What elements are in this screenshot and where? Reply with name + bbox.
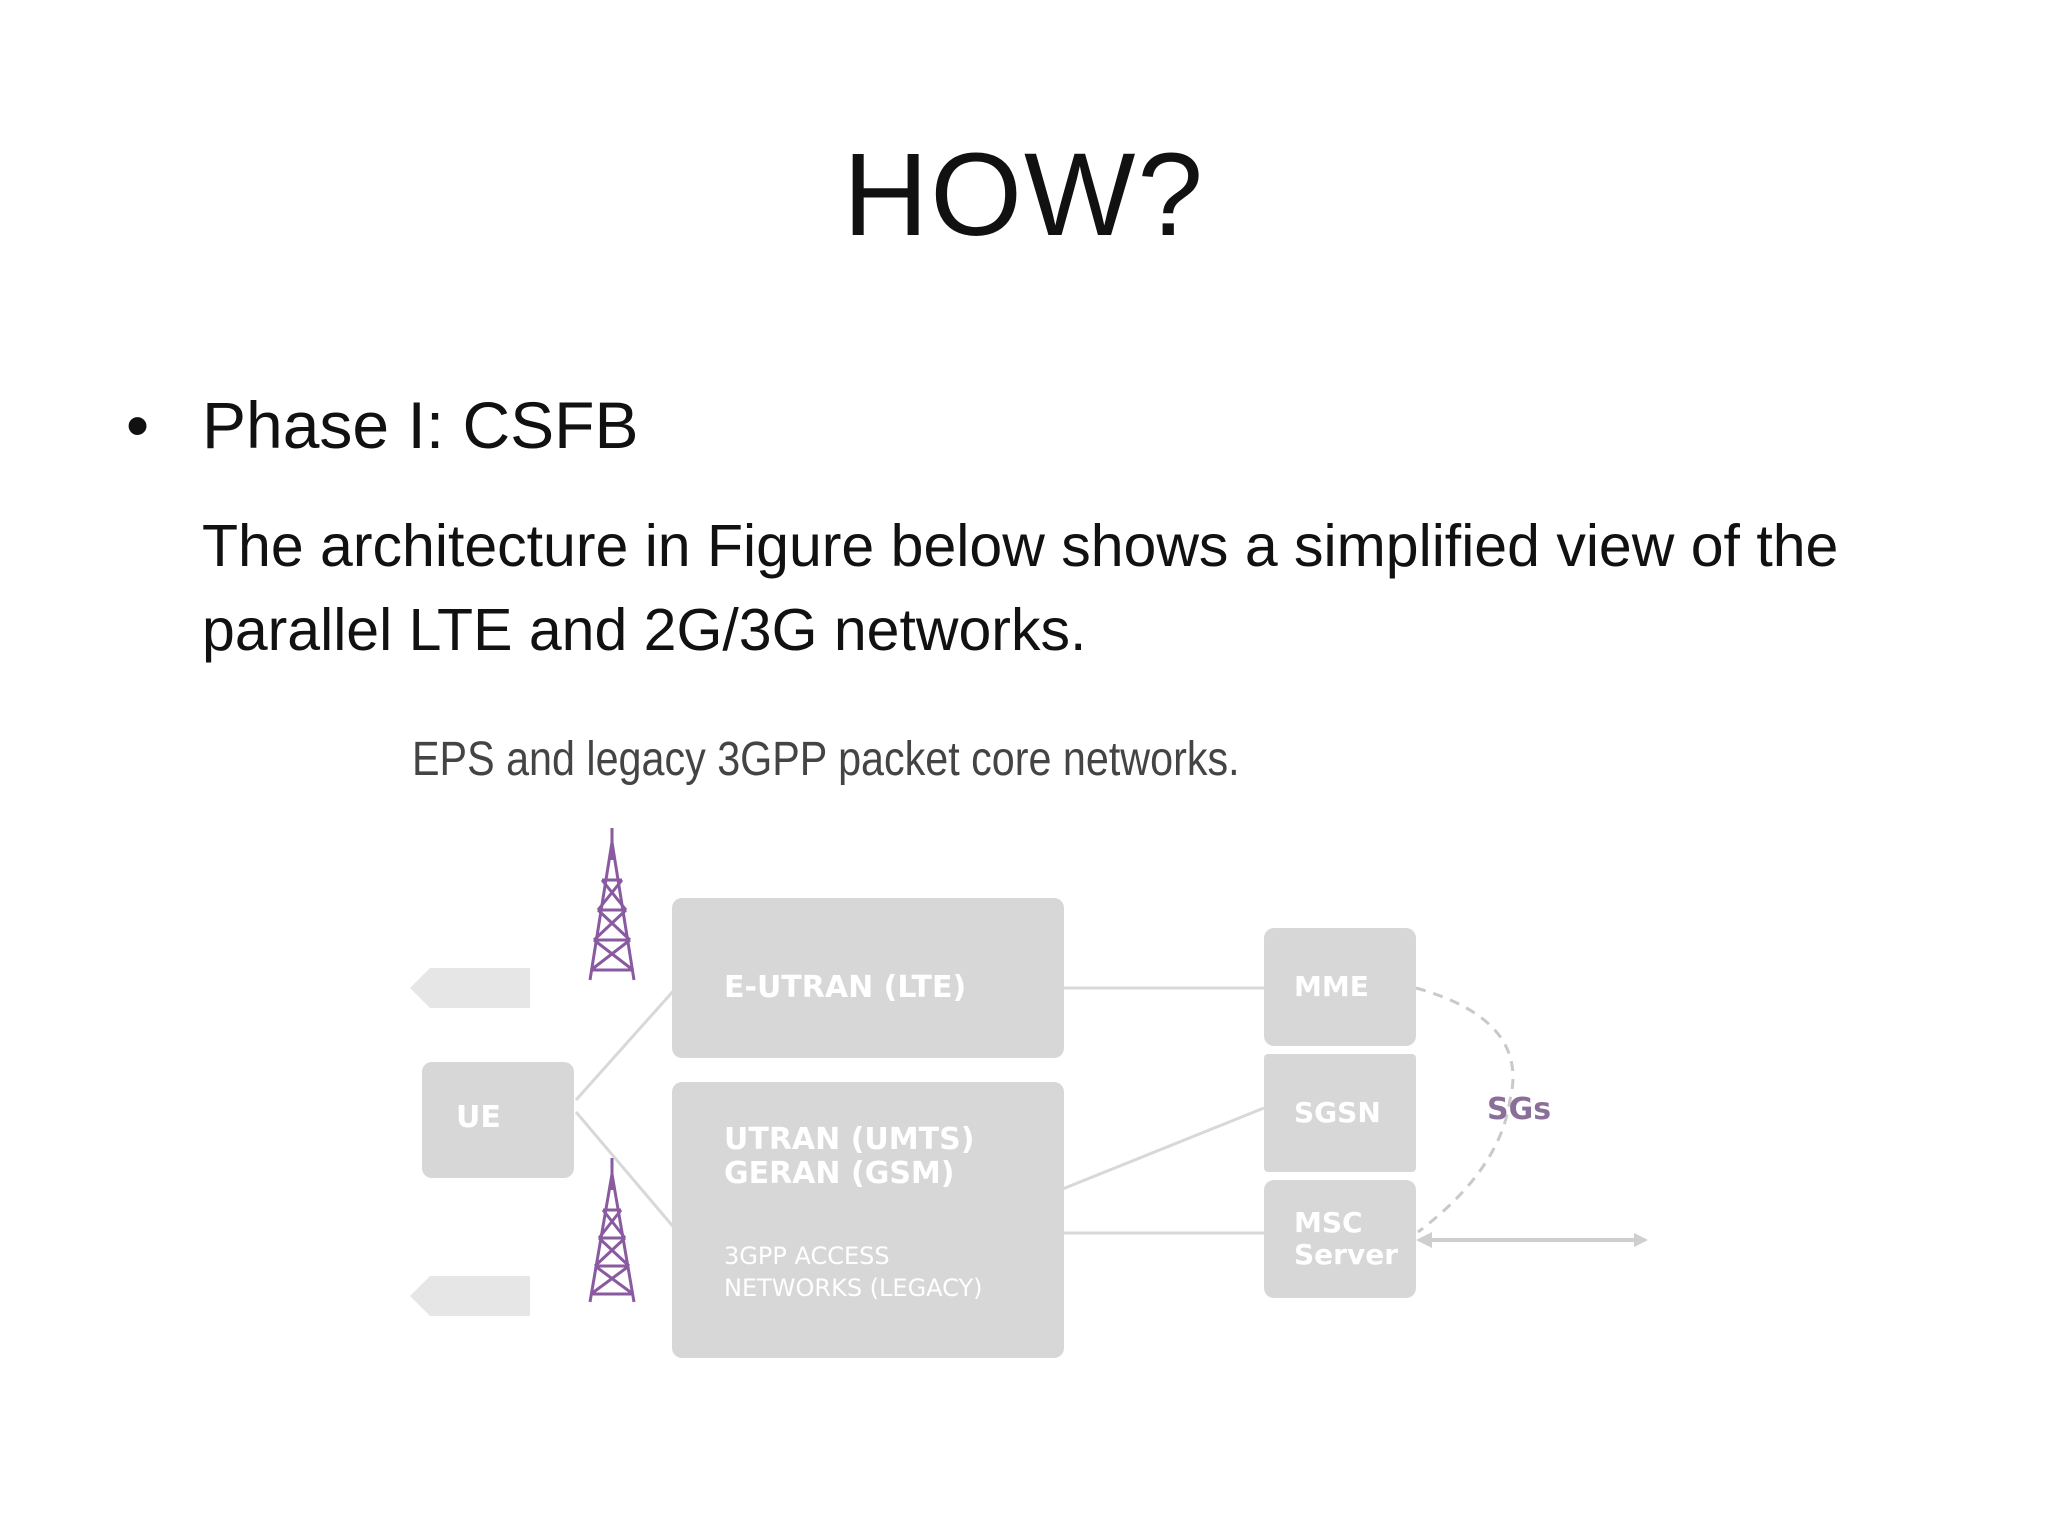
sgsn-box: SGSN xyxy=(1264,1054,1416,1172)
legacy-arrow xyxy=(410,1276,530,1316)
msc-server-box: MSC Server xyxy=(1264,1180,1416,1298)
eutran-box: E-UTRAN (LTE) xyxy=(672,898,1064,1058)
sgs-interface-label: SGs xyxy=(1487,1092,1552,1127)
ue-eutran-line xyxy=(574,987,678,1101)
msc-label: MSC xyxy=(1294,1206,1363,1239)
sgsn-label: SGSN xyxy=(1294,1096,1381,1129)
ue-box: UE xyxy=(422,1062,574,1178)
diagram-lines xyxy=(410,828,1648,1316)
ue-label: UE xyxy=(456,1100,501,1135)
server-label: Server xyxy=(1294,1238,1399,1271)
slide-title: HOW? xyxy=(843,129,1205,261)
utran-geran-box: UTRAN (UMTS) GERAN (GSM) 3GPP ACCESS NET… xyxy=(672,1082,1064,1358)
legacy-tower-icon xyxy=(588,1158,636,1303)
bullet-text: Phase I: CSFB xyxy=(202,388,639,462)
ue-legacy-line xyxy=(574,1111,678,1231)
mme-label: MME xyxy=(1294,970,1369,1003)
legacy-access-label-2: NETWORKS (LEGACY) xyxy=(724,1274,983,1302)
legacy-access-label-1: 3GPP ACCESS xyxy=(724,1242,890,1270)
lte-tower-icon xyxy=(588,828,636,981)
lte-arrow xyxy=(410,968,530,1008)
msc-external-arrowhead-right xyxy=(1634,1233,1648,1247)
figure-caption: EPS and legacy 3GPP packet core networks… xyxy=(412,733,1240,786)
utran-label: UTRAN (UMTS) xyxy=(724,1122,975,1157)
mme-box: MME xyxy=(1264,928,1416,1046)
legacy-sgsn-line xyxy=(1059,1106,1265,1192)
network-diagram: EPS and legacy 3GPP packet core networks… xyxy=(400,720,1680,1440)
sgs-dashed-line xyxy=(1415,986,1515,1234)
eutran-label: E-UTRAN (LTE) xyxy=(724,970,967,1005)
geran-label: GERAN (GSM) xyxy=(724,1156,955,1191)
body-paragraph: The architecture in Figure below shows a… xyxy=(202,513,1839,663)
msc-external-arrowhead-left xyxy=(1416,1232,1432,1248)
bullet-marker: • xyxy=(126,388,150,462)
